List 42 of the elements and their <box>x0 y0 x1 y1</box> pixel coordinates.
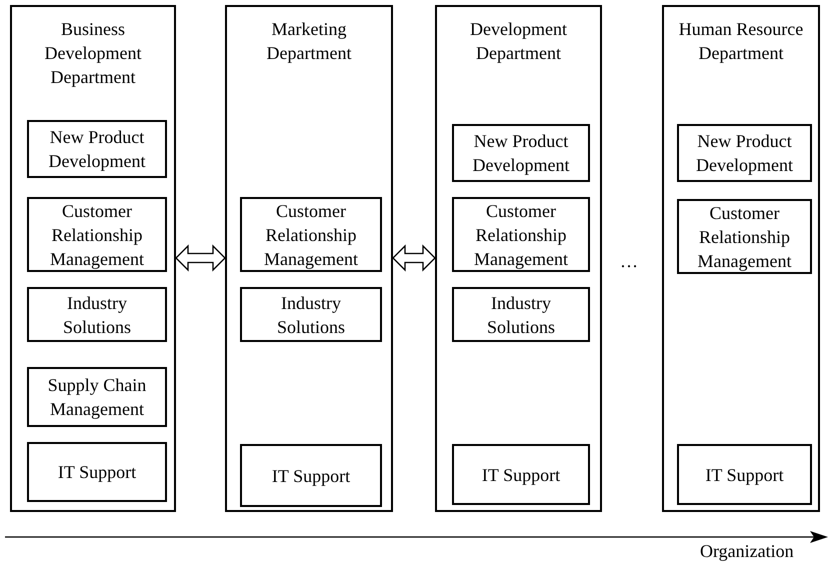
function-label: New Product Development <box>695 130 794 177</box>
function-label: New Product Development <box>48 126 146 173</box>
function-box <box>677 444 812 505</box>
function-box <box>27 287 167 342</box>
function-box <box>452 124 590 182</box>
function-box <box>27 367 167 427</box>
function-box <box>27 120 167 178</box>
function-label: New Product Development <box>472 130 570 177</box>
department-title: Human Resource Department <box>678 18 804 65</box>
function-label: Customer Relationship Management <box>696 202 792 272</box>
department-column <box>435 5 602 512</box>
function-label: Customer Relationship Management <box>263 200 359 270</box>
ellipsis: … <box>620 250 638 273</box>
function-box <box>452 287 590 342</box>
function-box <box>452 197 590 272</box>
function-box <box>240 287 382 342</box>
axis-label: Organization <box>700 540 794 563</box>
function-label: Industry Solutions <box>62 292 132 338</box>
department-title: Business Development Department <box>44 18 142 89</box>
function-label: IT Support <box>270 464 352 488</box>
function-box <box>677 124 812 182</box>
function-box <box>27 442 167 502</box>
function-box <box>27 197 167 272</box>
department-column <box>225 5 393 512</box>
double-arrow <box>392 244 436 272</box>
function-box <box>452 444 590 505</box>
department-title: Development Department <box>469 18 568 65</box>
function-box <box>677 199 812 274</box>
function-label: IT Support <box>480 464 562 486</box>
function-label: IT Support <box>56 461 138 484</box>
function-box <box>240 444 382 507</box>
function-label: Industry Solutions <box>276 292 346 338</box>
department-column <box>10 5 176 512</box>
function-label: IT Support <box>704 464 785 486</box>
function-label: Customer Relationship Management <box>473 200 569 270</box>
department-column <box>662 5 820 512</box>
department-title: Marketing Department <box>266 18 352 65</box>
function-label: Customer Relationship Management <box>49 200 145 270</box>
function-box <box>240 197 382 272</box>
function-label: Industry Solutions <box>486 292 556 338</box>
double-arrow <box>175 244 226 272</box>
function-label: Supply Chain Management <box>46 374 148 421</box>
